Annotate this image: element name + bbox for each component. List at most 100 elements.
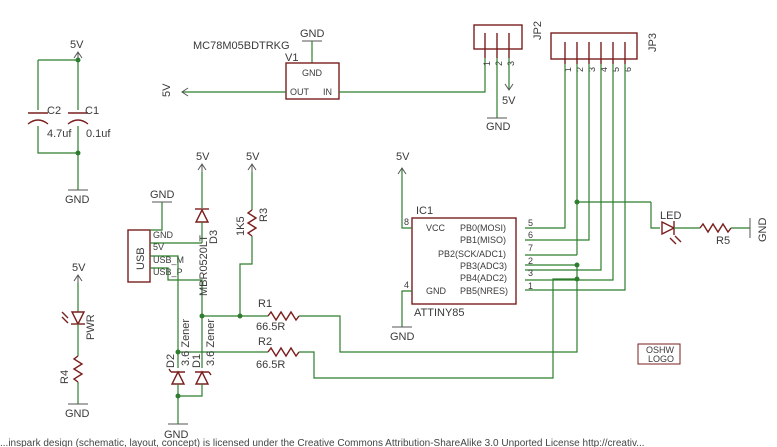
ic1-pin-2: 2 <box>528 256 533 266</box>
jp3-pin-2: 2 <box>575 67 585 72</box>
jp3-pin-4: 4 <box>599 67 609 72</box>
d1-value: 3.6 Zener <box>205 319 217 366</box>
ic1-pin-5: 5 <box>528 218 533 228</box>
r1-value: 66.5R <box>256 321 285 333</box>
d3-part: MBR0520LT <box>198 235 210 296</box>
usb-pin-gnd: GND <box>153 230 174 240</box>
r3-5v-arrow <box>247 163 257 171</box>
d3-5v-label: 5V <box>196 151 210 163</box>
jp3-pin-6: 6 <box>623 67 633 72</box>
jp2-body <box>473 24 523 50</box>
ic1-pb2: PB2(SCK/ADC1) <box>438 249 506 259</box>
license-footer: ...inspark design (schematic, layout, co… <box>0 438 645 447</box>
jp2-pin-1: 1 <box>482 61 492 66</box>
ic1-gnd-label: GND <box>390 331 415 343</box>
v1-out-pin: OUT <box>290 87 310 97</box>
r1-ref: R1 <box>258 298 272 310</box>
usb-label: USB <box>135 247 147 270</box>
regulator-v1: MC78M05BDTRKG V1 GND GND OUT IN 5V <box>161 28 486 100</box>
jp2-gnd-label: GND <box>486 121 511 133</box>
oshw-logo-frame <box>637 343 681 365</box>
capacitor-group: 5V C2 4.7uf C1 0.1uf GND <box>27 39 111 206</box>
jp2-ref: JP2 <box>532 21 544 40</box>
pwr-led-circuit: 5V PWR R4 GND <box>59 262 97 420</box>
cap-gnd-label: GND <box>65 194 90 206</box>
zener-gnd-label: GND <box>164 429 189 441</box>
ic1-pin-6: 6 <box>528 230 533 240</box>
jp2-connector: JP2 1 2 3 GND 5V <box>473 21 544 133</box>
v1-out-5v-label: 5V <box>161 83 173 97</box>
v1-gnd-label: GND <box>300 28 325 40</box>
pwr-label: PWR <box>85 314 97 340</box>
ic1-vcc-pin: VCC <box>426 223 446 233</box>
d2-value: 3.6 Zener <box>180 319 192 366</box>
jp3-connector: JP3 1 2 3 4 5 6 <box>525 32 659 291</box>
c1-value: 0.1uf <box>86 128 111 140</box>
usb-connector: USB GND 5V USB_M USB_P GND <box>127 189 203 368</box>
r3-ref: R3 <box>258 208 270 222</box>
pwr-gnd-label: GND <box>65 408 90 420</box>
ic1-pin-1: 1 <box>528 281 533 291</box>
jp2-5v-label: 5V <box>502 95 516 107</box>
oshw-line2: LOGO <box>648 354 674 364</box>
v1-body <box>285 62 340 100</box>
d3-r3: 5V D3 MBR0520LT 5V 1K5 R3 <box>194 151 270 316</box>
r2-ref: R2 <box>258 336 272 348</box>
v1-out-5v-arrow <box>181 87 189 97</box>
ic1-pin-8: 8 <box>404 217 409 227</box>
r3-5v-label: 5V <box>246 151 260 163</box>
pwr-5v-label: 5V <box>72 262 86 274</box>
ic1-part: ATTINY85 <box>414 307 465 319</box>
cap-5v-label: 5V <box>70 39 84 51</box>
jp3-pin-5: 5 <box>611 67 621 72</box>
zener-diodes: GND D2 3.6 Zener D1 3.6 Zener <box>164 319 217 441</box>
oshw-logo: OSHW LOGO <box>637 343 681 365</box>
ic1-body <box>411 217 517 305</box>
ic1-pin-7: 7 <box>528 243 533 253</box>
oshw-line1: OSHW <box>646 345 675 355</box>
ic1-pb4: PB4(ADC2) <box>460 273 507 283</box>
usb-gnd-label: GND <box>150 189 175 201</box>
jp2-5v-arrow <box>504 83 514 91</box>
jp3-body <box>550 32 638 60</box>
r1-r2: R1 66.5R R2 66.5R <box>175 264 578 379</box>
jp2-pin-2: 2 <box>494 61 504 66</box>
r5-ref: R5 <box>716 235 730 247</box>
jp3-pin-3: 3 <box>587 67 597 72</box>
v1-ref-label: V1 <box>285 52 298 64</box>
r3-value: 1K5 <box>235 216 247 236</box>
ic1-gnd-pin: GND <box>426 286 447 296</box>
ic1-ref: IC1 <box>416 205 433 217</box>
v1-gnd-pin: GND <box>302 68 323 78</box>
d3-ref: D3 <box>208 230 220 244</box>
d3-5v-arrow <box>197 163 207 171</box>
ic1-attiny85: IC1 ATTINY85 VCC GND 8 4 PB0(MOSI) PB1(M… <box>390 151 533 343</box>
ic1-pb0: PB0(MOSI) <box>460 223 506 233</box>
usb-pin-m: USB_M <box>153 255 184 265</box>
c1-ref: C1 <box>85 105 99 117</box>
ic1-pin-4: 4 <box>404 280 409 290</box>
pwr-5v-arrow <box>73 274 83 282</box>
usb-pin-5v: 5V <box>153 242 164 252</box>
r4-ref: R4 <box>59 370 71 384</box>
jp3-pin-1: 1 <box>563 67 573 72</box>
ic1-pb5: PB5(NRES) <box>460 286 508 296</box>
ic1-pb3: PB3(ADC3) <box>460 261 507 271</box>
led-label: LED <box>660 210 681 222</box>
c2-ref: C2 <box>47 105 61 117</box>
c2-value: 4.7uf <box>47 128 72 140</box>
ic1-pb1: PB1(MISO) <box>460 235 506 245</box>
jp2-pin-3: 3 <box>506 61 516 66</box>
led-circuit: LED R5 GND <box>650 202 769 247</box>
r2-value: 66.5R <box>256 359 285 371</box>
led-gnd-label: GND <box>757 218 769 243</box>
ic1-5v-arrow <box>397 167 407 175</box>
jp3-ref: JP3 <box>647 33 659 52</box>
cap-5v-arrow <box>73 51 83 59</box>
v1-in-pin: IN <box>323 87 332 97</box>
d2-ref: D2 <box>165 354 177 368</box>
ic1-pin-3: 3 <box>528 268 533 278</box>
d1-ref: D1 <box>191 354 203 368</box>
ic1-5v-label: 5V <box>396 151 410 163</box>
